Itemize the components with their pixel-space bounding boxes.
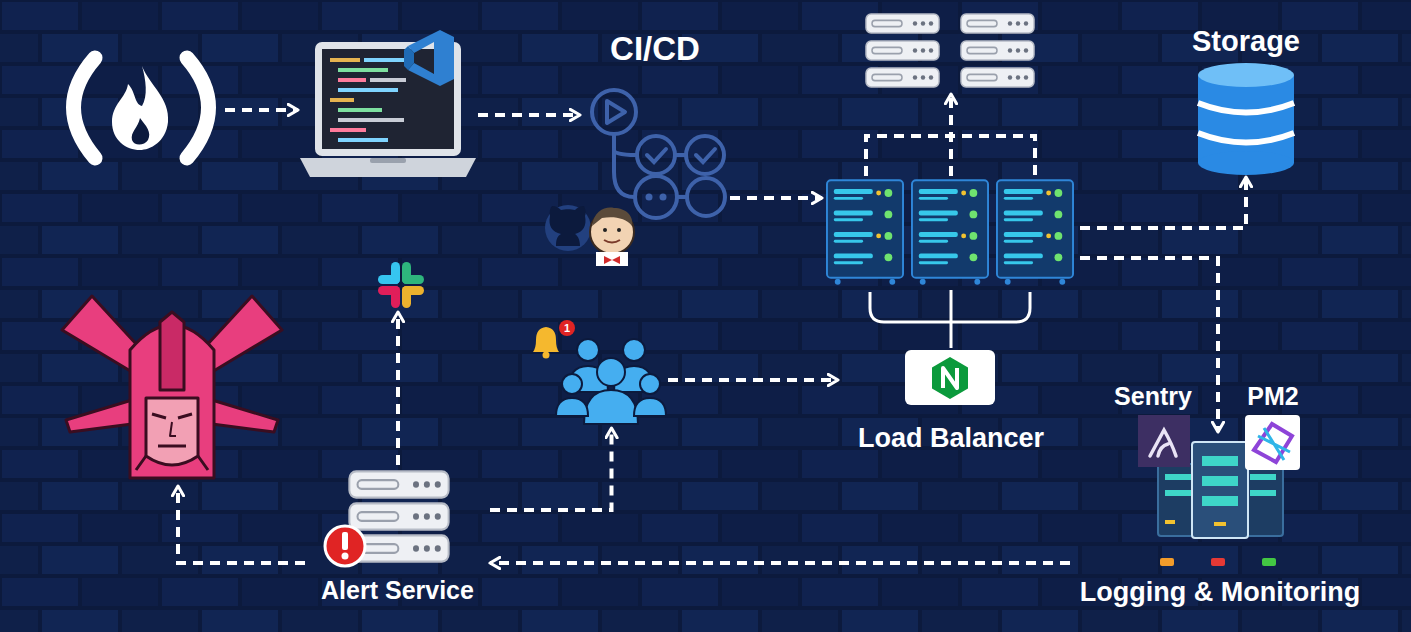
notification-bell — [533, 320, 575, 359]
dashed-arrow — [478, 113, 580, 117]
node-label: Logging & Monitoring — [1080, 577, 1360, 608]
dashed-arrow — [1080, 258, 1218, 432]
slack-logo — [378, 262, 424, 308]
server-pool-node — [860, 8, 1040, 92]
tool-name: Sentry — [1114, 383, 1192, 411]
cicd-node: CI/CD — [580, 30, 730, 220]
users-icon — [556, 339, 666, 424]
connector-line — [950, 290, 953, 348]
node-label: Load Balancer — [858, 423, 1044, 454]
tool-name: PM2 — [1247, 383, 1298, 411]
notification-count: 1 — [564, 322, 570, 334]
alert-service-node: Alert Service — [305, 465, 490, 605]
pipeline-dots — [646, 194, 667, 201]
slack-node — [370, 258, 426, 312]
fcc-logo — [74, 58, 209, 158]
dashed-arrow — [178, 486, 305, 563]
laptop-node — [298, 28, 478, 180]
dashed-arrow — [225, 108, 298, 112]
nginx-logo — [905, 350, 995, 405]
dashed-arrow — [490, 561, 1070, 565]
pipeline-icon — [592, 90, 725, 218]
error-icon — [325, 526, 365, 566]
github-logo — [545, 205, 591, 251]
app-servers-node — [822, 176, 1080, 290]
sentry-logo — [1138, 415, 1190, 467]
dashed-arrow — [396, 312, 400, 465]
app-servers — [827, 180, 1073, 284]
node-label: CI/CD — [610, 30, 700, 68]
dashed-arrow — [949, 94, 953, 176]
server-pool — [866, 14, 1034, 87]
load-balancer-node: Load Balancer — [838, 348, 1064, 454]
dashed-arrow — [730, 196, 822, 200]
pm2-logo — [1245, 415, 1300, 470]
dashed-arrow — [1080, 177, 1246, 228]
label-holder: Sentry — [1108, 382, 1198, 412]
galactus-figure — [62, 296, 282, 478]
storage-node: Storage — [1185, 25, 1307, 175]
label-holder: PM2 — [1235, 382, 1311, 412]
logo-node — [55, 50, 225, 165]
dashed-arrow — [490, 428, 612, 510]
vscode-logo — [404, 30, 454, 86]
label-holder: 1 — [559, 320, 575, 336]
dashed-arrow — [668, 378, 838, 382]
jenkins-logo — [590, 208, 634, 266]
galactus-node — [50, 290, 298, 486]
database-icon — [1198, 63, 1294, 175]
node-label: Alert Service — [321, 576, 474, 605]
node-label: Storage — [1192, 25, 1300, 58]
logging-node: Logging & Monitoring — [1070, 432, 1370, 608]
users-node — [555, 330, 668, 428]
